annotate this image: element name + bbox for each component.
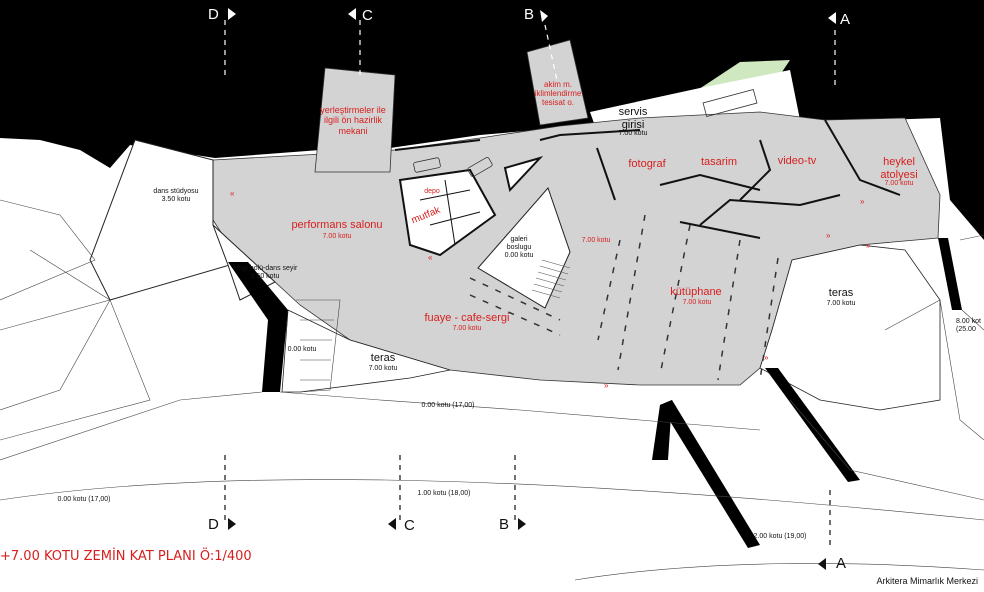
label-ground-level-bottom-left: 0.00 kotu (17,00) bbox=[57, 496, 111, 503]
section-b-bottom: B bbox=[499, 516, 510, 533]
lower-wall-2 bbox=[652, 400, 672, 460]
label-right-edge-level: 8.00 kot (25.00 bbox=[956, 318, 981, 334]
label-storage: depo bbox=[424, 188, 440, 195]
label-gallery-level: 7.00 kotu bbox=[581, 237, 611, 244]
label-sculpture-level: 7.00 kotu bbox=[884, 180, 914, 187]
label-right-terrace-level: 7.00 kotu bbox=[826, 300, 856, 307]
right-wall bbox=[938, 238, 962, 310]
label-left-terrace-level: 7.00 kotu bbox=[368, 365, 398, 372]
interior-walls bbox=[394, 119, 901, 239]
plan-title: +7.00 KOTU ZEMİN KAT PLANI Ö:1/400 bbox=[0, 549, 252, 564]
label-library-level: 7.00 kotu bbox=[682, 299, 712, 306]
car-2 bbox=[467, 157, 493, 177]
label-service-entry: servis girisi bbox=[618, 106, 648, 131]
label-service-entry-level: 7.00 kotu bbox=[618, 130, 648, 137]
label-performance-hall: performans salonu bbox=[291, 219, 383, 231]
label-sculpture-workshop: heykel atolyesi bbox=[880, 156, 918, 181]
svg-text:»: » bbox=[860, 197, 865, 206]
svg-text:»: » bbox=[604, 381, 609, 390]
gallery-void bbox=[477, 187, 571, 309]
void-stairs bbox=[531, 259, 571, 299]
label-ground-level-left: 0.00 kotu bbox=[287, 346, 317, 353]
label-level-100: 1.00 kotu (18,00) bbox=[417, 490, 471, 497]
label-left-terrace: teras bbox=[370, 352, 396, 364]
left-wall bbox=[228, 262, 288, 392]
label-library: kütüphane bbox=[670, 286, 722, 298]
right-terrace bbox=[759, 244, 941, 411]
svg-text:»: » bbox=[764, 353, 769, 362]
label-foyer-level: 7.00 kotu bbox=[452, 325, 482, 332]
section-c-top: C bbox=[362, 7, 373, 24]
truck bbox=[702, 89, 758, 117]
label-photo-studio: fotograf bbox=[628, 158, 666, 170]
column-grid bbox=[469, 214, 779, 381]
kitchen-core bbox=[398, 156, 544, 257]
ramp bbox=[296, 299, 341, 393]
label-right-terrace: teras bbox=[828, 287, 854, 299]
car-1 bbox=[413, 157, 441, 173]
label-video-studio: video-tv bbox=[777, 155, 817, 167]
label-exhibition-hall: sergi holü-dans seyir 3.50 kotu bbox=[232, 265, 298, 281]
label-dance-studio: dans stüdyosu 3.50 kotu bbox=[153, 188, 199, 204]
section-d-top: D bbox=[208, 6, 219, 23]
label-hvac-room: akim m. iklimlendirme tesisat o. bbox=[534, 80, 582, 108]
svg-text:»: » bbox=[826, 231, 831, 240]
label-performance-level: 7.00 kotu bbox=[322, 233, 352, 240]
label-preparation-room: yerleştirmeler ile ilgili ön hazirlik me… bbox=[320, 105, 386, 136]
direction-arrows: « « » » » » » bbox=[230, 189, 871, 390]
lower-wall-1 bbox=[660, 400, 760, 548]
label-level-200: 2.00 kotu (19,00) bbox=[753, 533, 807, 540]
section-d-bottom: D bbox=[208, 516, 219, 533]
svg-text:»: » bbox=[866, 241, 871, 250]
label-design-studio: tasarim bbox=[700, 156, 738, 168]
section-b-top: B bbox=[524, 6, 535, 23]
preparation-room bbox=[314, 67, 396, 173]
hvac-room bbox=[526, 39, 589, 126]
section-a-bottom: A bbox=[836, 555, 847, 572]
label-ground-level-center: 0.00 kotu (17,00) bbox=[421, 402, 475, 409]
svg-text:«: « bbox=[428, 253, 433, 262]
label-foyer: fuaye - cafe-sergi bbox=[424, 312, 510, 324]
site-lines bbox=[0, 199, 984, 581]
section-flags bbox=[228, 8, 836, 570]
svg-text:«: « bbox=[230, 189, 235, 198]
section-c-bottom: C bbox=[404, 517, 415, 534]
section-lines bbox=[224, 20, 836, 545]
label-gallery-void: galeri boslugu 0.00 kotu bbox=[504, 236, 534, 260]
section-a-top: A bbox=[840, 11, 851, 28]
source-credit: Arkitera Mimarlık Merkezi bbox=[873, 576, 981, 586]
